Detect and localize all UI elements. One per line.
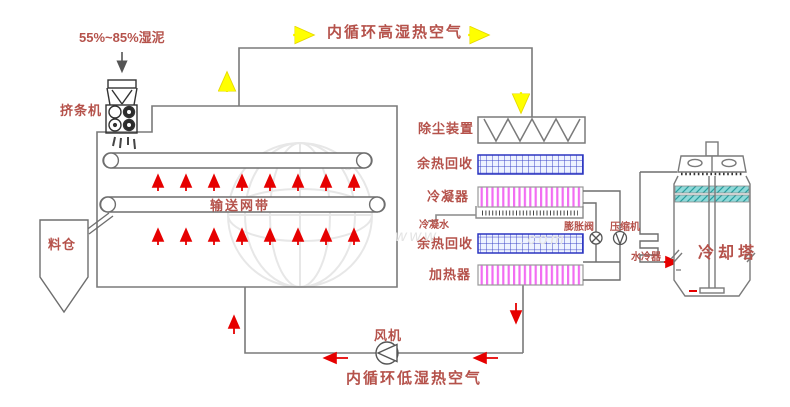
heater-coil	[477, 264, 584, 286]
extruder-machine	[105, 79, 138, 134]
material-bin-label: 料仓	[48, 237, 77, 252]
heat-recovery-2-label: 余热回收	[417, 236, 474, 251]
conveyor-belts	[99, 152, 386, 213]
fan-icon	[375, 341, 399, 365]
expansion-valve-label: 膨胀阀	[564, 222, 594, 233]
condensate-tray	[428, 206, 584, 222]
hot-air-arrows	[151, 173, 361, 245]
discharge-chute	[84, 212, 114, 235]
top-duct	[238, 47, 533, 117]
watermark-www-text: www	[395, 228, 439, 245]
wet-sludge-label: 55%~85%湿泥	[79, 30, 165, 45]
heat-recovery-2-coil	[477, 233, 584, 254]
cooling-water-piping	[639, 171, 687, 291]
extruded-strands	[112, 136, 136, 150]
cooling-tower	[670, 141, 756, 297]
cooling-tower-label: 冷却塔	[698, 245, 759, 262]
bottom-air-label: 内循环低湿热空气	[346, 370, 483, 387]
humid-air-arrows	[227, 35, 521, 109]
top-air-label: 内循环高湿热空气	[327, 24, 464, 41]
heater-label: 加热器	[429, 267, 472, 282]
fan-label: 风机	[374, 328, 403, 343]
dust-removal-device	[477, 116, 586, 144]
heat-recovery-1-label: 余热回收	[417, 156, 474, 171]
conveyor-belt-label: 输送网带	[210, 198, 271, 213]
water-cooler-label: 水冷器	[631, 252, 661, 263]
refrigerant-piping	[583, 190, 621, 281]
duct-flow-arrows	[227, 303, 523, 365]
condensate-label: 冷凝水	[419, 220, 449, 231]
material-bin-shape	[39, 219, 89, 314]
bottom-duct	[244, 287, 523, 354]
compressor-icon	[612, 230, 628, 246]
condenser-coil	[477, 186, 584, 208]
drying-chamber-outline	[96, 105, 398, 288]
extruder-label: 挤条机	[60, 103, 103, 118]
expansion-valve-icon	[589, 231, 603, 245]
heat-recovery-1-coil	[477, 154, 584, 175]
water-cooler-coil	[639, 230, 687, 291]
compressor-label: 压缩机	[610, 222, 640, 233]
condenser-label: 冷凝器	[427, 189, 470, 204]
dust-device-label: 除尘装置	[418, 121, 475, 136]
watermark-com-text: .com	[520, 231, 567, 248]
